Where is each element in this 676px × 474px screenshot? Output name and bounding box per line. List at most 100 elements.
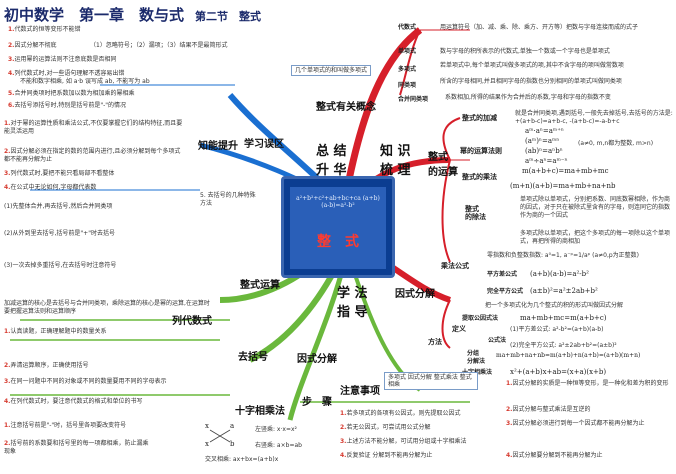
cross-left: 左竖乘: x·x=x² [255, 426, 297, 433]
branch-knowledge-up: 知能提升 [198, 141, 238, 152]
branch-concepts: 整式有关概念 [316, 102, 376, 113]
op-method: 方法 [428, 338, 442, 346]
note-1: 2.因式分解与整式乘法是互逆的 [506, 406, 591, 413]
branch-summary: 总 结 升 华 [316, 144, 347, 178]
op-power-f3: (ab)ⁿ=aⁿbⁿ [525, 147, 563, 155]
note-top: 多项式 因式分解 整式乘法 整式相乘 [384, 372, 478, 390]
op-div-desc1: 单项式除以单项式，分别把系数、同底数幂相除，作为商的因式，对于只在被除式里含有的… [520, 196, 671, 219]
cross-lines [209, 429, 231, 443]
branch-integral-ops: 整式运算 [240, 280, 280, 291]
op-formula2: (2)完全平方公式: a²±2ab+b²=(a±b)² [510, 342, 617, 349]
op-add: 整式的加减 [462, 114, 497, 122]
integral-note: 加减运算的核心是去括号与合并同类项，乘除运算的核心是幂的运算,在运算时要把握运算… [4, 300, 210, 315]
op-power-cond: (a≠0, m,n都为整数, m>n) [578, 140, 654, 147]
concept-desc-0: 用运算符号（加、减、乘、除、乘方、开方等）把数与字母连接而成的式子 [440, 24, 639, 31]
bracket-item-0: 1.注意括号前是"-"时，括号里各项要改变符号 [4, 422, 127, 429]
chapter-title: 初中数学 第一章 数与式 [4, 6, 185, 24]
op-common-f: ma+mb+mc=m(a+b+c) [520, 314, 607, 322]
integral-item-0: (1)先整体合并,再去括号,然后合并同类项 [4, 203, 113, 210]
concept-label-2: 多项式 [398, 66, 417, 73]
op-def: 定义 [452, 325, 466, 333]
integral-item-2: (3)一次去掉多重括号,在去括号时注意符号 [4, 262, 117, 269]
concept-label-4: 合并同类项 [398, 96, 429, 103]
integral-item-1: (2)从外到里去括号,括号前是"+"时去括号 [4, 230, 115, 237]
section-title: 第二节 整式 [195, 10, 261, 23]
concept-label-0: 代数式 [398, 24, 417, 31]
op-power-f2: (aᵐ)ⁿ=aᵐⁿ [525, 137, 560, 145]
concept-desc-3: 所含的字母相同,并且相同字母的指数也分别相同的单项式叫做同类项 [440, 78, 622, 85]
concept-desc-4: 系数相加,所得的结果作为合并后的系数,字母和字母的指数不变 [445, 94, 611, 101]
branch-note: 注意事项 [340, 386, 380, 397]
branch-operations: 整式 的运算 [428, 152, 458, 178]
op-common: 提取公因式法 [462, 315, 499, 322]
op-power-f4: aᵐ÷aⁿ=aᵐ⁻ⁿ [525, 157, 568, 165]
center-board: a²+b²+c²+ab+bc+ca (a+b)(a-b)=a²-b² 整 式 [281, 176, 395, 278]
left-item-1: 2.因式分解不彻底 [8, 42, 57, 49]
op-group-f: ma+mb+na+nb=m(a+b)+n(a+b)=(a+b)(m+n) [496, 352, 641, 359]
branch-cross: 十字相乘法 [235, 406, 285, 417]
op-group: 分组 分解法 [467, 350, 486, 365]
cross-a: a [230, 422, 235, 430]
list-item-3: 4.在列代数式时，要注意代数式的格式和单位的书写 [4, 398, 143, 405]
branch-remove-bracket: 去括号 [238, 352, 268, 363]
op-add-desc: 就是合并同类项,遇到括号,一般先去掉括号,去括号的方法是: +(a+b-c)=a… [515, 110, 673, 125]
cross-x1: x [205, 422, 209, 430]
op-mult: 整式的乘法 [462, 173, 497, 181]
op-power: 幂的运算法则 [460, 147, 502, 155]
concept-note: 几个单项式的和叫做多项式 [291, 65, 372, 76]
op-mult-f1: m(a+b+c)=ma+mb+mc [522, 167, 609, 175]
step-1: 2.若无公因式，可尝试用公式分解 [340, 424, 431, 431]
op-div-desc2: 多项式除以单项式，把这个多项式的每一项除以这个单项式，再把所得的商相加 [520, 230, 671, 245]
left-item-4: 5.合并同类项时把系数加以数为相加乘的幂相乘 [8, 90, 135, 97]
branch-factor: 因式分解 [395, 289, 435, 300]
op-formula: 公式法 [488, 337, 507, 344]
knowledge-item-1: 2.因式分解必须在指定的数的范围内进行,且必须分解到每个多项式都不能再分解为止 [4, 148, 181, 163]
op-def-desc: 把一个多项式化为几个整式的积的形式叫做因式分解 [485, 302, 624, 309]
bracket-note: 5. 去括号的几种特殊方法 [200, 192, 256, 207]
knowledge-item-3: 4.在公式中无论如何,字母都代表数 [4, 184, 97, 191]
step-3: 4.反复验证 分解到不能再分解为止 [340, 452, 433, 459]
branch-step: 步 骤 [302, 397, 332, 408]
op-perfect: 完全平方公式 [487, 288, 524, 295]
branch-knowledge: 知 识 梳 理 [380, 144, 411, 178]
left-item-2: 3.运用幂的运算法则不注意底数是否相同 [8, 56, 117, 63]
knowledge-item-0: 1.对于幂的运算性质和乘法公式,不仅要掌握它们的结构特征,而且要能灵活运用 [4, 120, 183, 135]
op-square-diff-f: (a+b)(a-b)=a²-b² [530, 270, 589, 278]
list-item-2: 3.在同一问题中不同的对象或不同的数量要用不同的字母表示 [4, 378, 167, 385]
left-item-3: 4.列代数式时,对一些语句理解不透容易出错 [8, 70, 125, 77]
concept-label-1: 单项式 [398, 48, 417, 55]
left-item-0: 1.代数式的恒等变形不能错 [8, 26, 81, 33]
note-0: 1.因式分解的实质是一种恒等变形，是一种化和差为积的变形 [506, 380, 669, 387]
list-item-0: 1.认真读题，正确理解题中的数量关系 [4, 328, 107, 335]
concept-label-3: 同类项 [398, 82, 417, 89]
note-3: 4.因式分解要分解到不能再分解为止 [506, 452, 603, 459]
cross-b: b [230, 440, 235, 448]
cross-x2: x [205, 440, 209, 448]
note-2: 3.因式分解必须进行到每一个因式都不能再分解为止 [506, 420, 645, 427]
op-zero: 零指数和负整数指数: a⁰=1, a⁻ᵖ=1/aᵖ (a≠0,p为正整数) [487, 252, 640, 259]
concept-desc-2: 若单项式中,每个单项式叫做多项式的项,其中不含字母的项叫做常数项 [440, 62, 624, 69]
step-2: 3.上述方法不能分解，可试用分组或十字相乘法 [340, 438, 467, 445]
op-square-diff: 平方差公式 [487, 271, 518, 278]
bracket-item-1: 2.括号前的系数要和括号里的每一项都相乘，防止漏乘现象 [4, 440, 149, 455]
cross-text: 交叉相乘: ax+bx=(a+b)x [205, 456, 279, 463]
list-item-1: 2.弄清运算顺序，正确使用括号 [4, 362, 89, 369]
left-item-5: 6.去括号添括号时,特别是括号前是"-"的情况 [8, 102, 127, 109]
left-note2: 不能和数字相乘, 如 a·b 误写成 ab, 不能写为 ab [20, 78, 150, 85]
op-power-f1: aᵐ·aⁿ=aᵐ⁺ⁿ [525, 127, 564, 135]
op-formula1: (1)平方差公式: a²-b²=(a+b)(a-b) [510, 326, 604, 333]
knowledge-item-2: 3.列代数式时,要把不能只看局部不看整体 [4, 170, 115, 177]
concept-desc-1: 数与字母的积所表示的代数式,单独一个数或一个字母也是单项式 [440, 48, 610, 55]
branch-list-formula: 列代数式 [172, 316, 212, 327]
branch-method: 学 法 指 导 [337, 286, 368, 320]
op-div: 整式 的除法 [465, 205, 486, 221]
branch-study-misunderstand: 学习误区 [244, 139, 284, 150]
left-note: （1）忽略符号；（2）漏项；（3）结果不是最简形式 [90, 42, 228, 49]
op-perfect-f: (a±b)²=a²±2ab+b² [530, 287, 598, 295]
op-mult-formula: 乘法公式 [441, 262, 469, 270]
op-cross-f: x²+(a+b)x+ab=(x+a)(x+b) [510, 368, 607, 376]
op-mult-f2: (m+n)(a+b)=ma+mb+na+nb [510, 182, 616, 190]
center-formula: a²+b²+c²+ab+bc+ca (a+b)(a-b)=a²-b² [296, 195, 380, 209]
cross-right: 右竖乘: a×b=ab [255, 442, 302, 449]
center-title: 整 式 [317, 234, 359, 250]
